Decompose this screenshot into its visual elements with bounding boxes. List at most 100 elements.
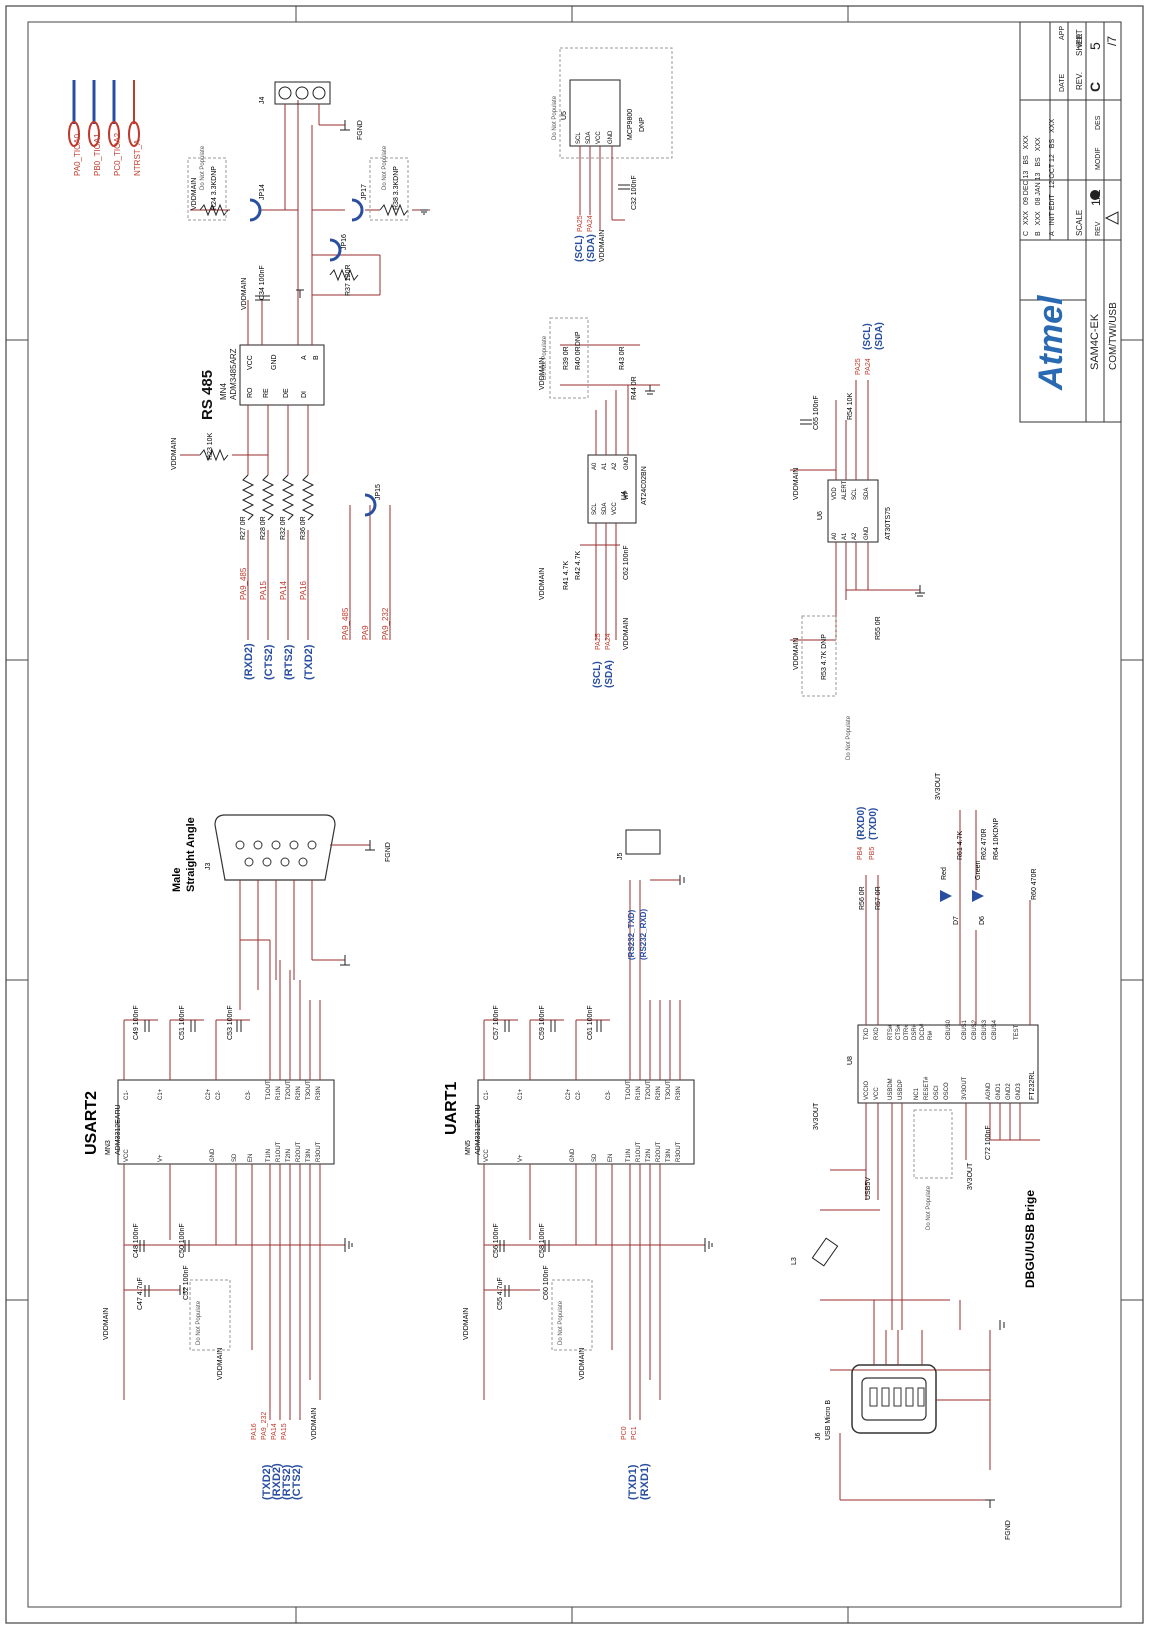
dbgu-pin-bot-13: TEST [1014,1024,1020,1040]
rev-row-c: CXXX09 DEC 13BSXXX [1023,135,1030,236]
led2-label: Green [975,860,982,880]
u4-scl: (SCL) [592,661,603,688]
dbgu-pin-top-9: AGND [986,1082,992,1100]
u5-vdd: VDDMAIN [599,230,606,262]
col-ver: VER [1077,34,1084,48]
uart1-pin-top-5: T1IN [626,1149,632,1162]
rs485-signal-1: (CTS2) [263,644,275,680]
usart2-cap-5: C52 100nF [183,1265,190,1300]
usart2-cap-2: C49 100nF [133,1005,140,1040]
usart2-pin-bot-9: T3OUT [306,1080,312,1100]
rs485-pin-vcc: VCC [247,355,254,370]
c72-label: C72 100nF [985,1125,992,1160]
rs485-pin-a: A [301,355,308,360]
uart1-signal-1: (RXD1) [639,1463,651,1500]
u5-net-1: PA24 [587,215,594,232]
uart1-block: UART1 MN5 ADM3312EARU VCC V+ GND SD EN T… [443,829,713,1500]
rs485-signal-2: (RTS2) [283,644,295,680]
rs485-r23: R23 10K [207,432,214,460]
dbgu-usb5v: USB5V [865,1177,872,1200]
uart1-pin-bot-7: T2OUT [646,1080,652,1100]
border-ticks [6,6,1143,1623]
rs485-net-3: PA16 [299,580,308,600]
rs485-chip [239,344,325,406]
led1-label: Red [941,867,948,880]
usart2-pin-top-6: R1OUT [276,1141,282,1162]
rs485-res-2: R32 0R [280,516,287,540]
j5-net-1: (RS232_RXD) [639,909,648,960]
usart2-pin-top-4: EN [248,1154,254,1162]
uart1-pin-bot-2: C2+ [566,1088,572,1100]
usart2-pin-top-10: R3OUT [316,1141,322,1162]
rs485-signal-3: (TXD2) [303,644,315,680]
usart2-pin-top-1: V+ [158,1154,164,1162]
col-date: DATE [1059,74,1066,92]
rs485-pin-de: DE [283,388,290,398]
u5-pin-scl: SCL [576,132,582,144]
r41-label: R41 4.7K [563,560,570,590]
uart1-cap-5: C60 100nF [543,1265,550,1300]
rs485-pin-gnd: GND [271,354,278,370]
usart2-net-3: PA15 [281,1423,288,1440]
jp15-net-0: PA9_485 [341,607,350,640]
rev-label: REV. [1075,72,1084,90]
uart1-pin-bot-4: C3- [606,1090,612,1100]
dbgu-pin-top-7: OSCO [944,1082,950,1100]
j3-ref: J3 [205,863,212,871]
d7-label: D7 [953,916,960,925]
dbgu-pin-bot-4: DTR# [904,1024,910,1040]
dbgu-dnp: Do Not Populate [926,1185,932,1230]
uart1-pin-bot-1: C1+ [518,1088,524,1100]
usart2-pin-bot-10: R3IN [316,1086,322,1100]
l3-label: L3 [791,1257,798,1265]
r44-label: R44 0R [631,376,638,400]
usart2-pin-bot-1: C1+ [158,1088,164,1100]
db9-shell [214,814,336,881]
dbgu-chip-ref: U8 [847,1056,854,1065]
usart2-net-0: PA16 [251,1423,258,1440]
u4-pin-gnd: GND [624,456,630,470]
rs485-net-2: PA14 [279,580,288,600]
rs485-title: RS 485 [199,370,216,420]
u4-pin-a0: A0 [592,462,598,470]
u6-net-1: PA24 [865,358,872,375]
r53-label: R53 4.7K DNP [821,634,828,680]
col-rev: REV [1095,221,1102,236]
j5-net-0: (RS232_TXD) [627,909,636,960]
sheet-inner-border [27,21,1122,1608]
jp15-net-1: PA9 [361,625,370,640]
usart2-vdd2: VDDMAIN [217,1348,224,1380]
uart1-pin-top-6: R1OUT [636,1141,642,1162]
dbgu-pin-top-11: GND2 [1006,1083,1012,1100]
usart2-pin-bot-8: R2IN [296,1086,302,1100]
jp14-jumper [249,198,262,222]
uart1-pin-top-2: GND [570,1148,576,1162]
rs485-r37: R37 120R [345,264,352,296]
usart2-net-2: PA14 [271,1423,278,1440]
sheet-outer-border [5,5,1144,1624]
jp15-net-2: PA9_232 [381,607,390,640]
r40-label: R40 0RDNP [575,331,582,370]
uart1-cap-6: C61 100nF [587,1005,594,1040]
sheet-label: SHEET [1075,29,1084,56]
u6-net-0: PA25 [855,358,862,375]
rs485-res-0: R27 0R [240,516,247,540]
j3-block: Male Straight Angle J3 FGND [171,814,392,1010]
r42-label: R42 4.7K [575,550,582,580]
uart1-pin-top-4: EN [608,1154,614,1162]
usart2-pin-bot-6: R1IN [276,1086,282,1100]
dbgu-pin-bot-9: CBUS1 [962,1019,968,1040]
r57-label: R57 0R [875,886,882,910]
ft232-chip [857,1024,1039,1104]
u5-dnp: DNP [639,117,646,132]
j5-ref: J5 [617,853,624,861]
pin-label-2: PC0_TIOA2 [113,132,122,176]
usart2-pin-top-9: T3IN [306,1149,312,1162]
usart2-cap-1: C48 100nF [133,1223,140,1258]
dbgu-block: DBGU/USB Brige U8 FT232RL VCCIO VCC USBD… [791,772,1040,1540]
uart1-net-0: PC0 [621,1426,628,1440]
led-green-icon [972,890,984,902]
u6-chip [827,479,879,543]
rev-row-b: BXXX08 JAN 13BSXXX [1035,137,1042,236]
u4-pin-scl: SCL [592,503,598,515]
